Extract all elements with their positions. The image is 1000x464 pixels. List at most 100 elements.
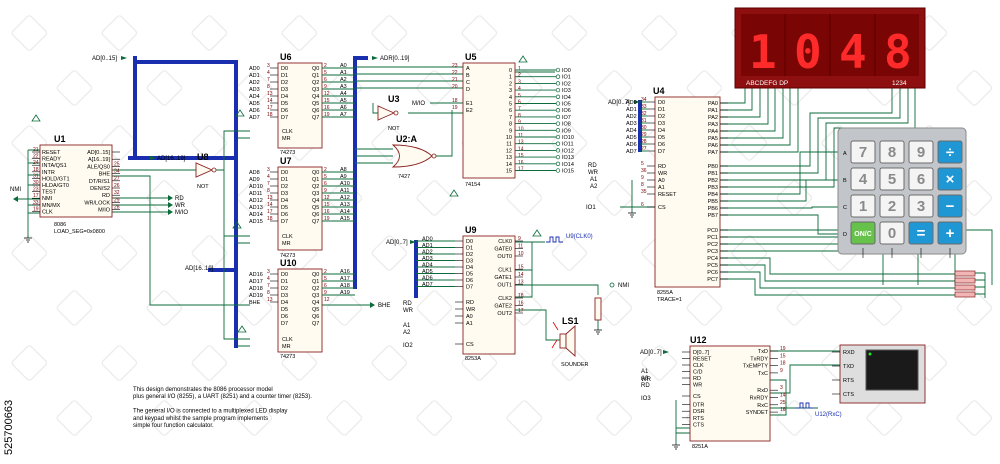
keypad-key[interactable]: 4: [850, 167, 876, 191]
u6-out-label: A5: [340, 98, 347, 104]
u4-in-label: RD: [658, 164, 666, 170]
u9-in-label: RD: [466, 300, 474, 306]
chip-u4-8255a[interactable]: U4 8255A TRACE=1 D034AD0D133AD1D232AD2D3…: [626, 86, 728, 303]
u5-pin-number: 20: [452, 84, 458, 90]
keypad-key[interactable]: 2: [879, 194, 905, 218]
u5-out-index: 11: [506, 142, 512, 148]
keypad-key[interactable]: +: [937, 221, 963, 245]
u6-d-label: D7: [281, 115, 288, 121]
u6-pin-number: 13: [267, 91, 273, 97]
svg-text:U9(CLK0): U9(CLK0): [566, 234, 593, 240]
u9-in-label: D0: [466, 239, 473, 245]
gate-type: NOT: [197, 184, 209, 190]
u7-pin-label: AD15: [249, 219, 263, 225]
keypad-key[interactable]: 0: [879, 221, 905, 245]
u5-pin-number: 10: [518, 126, 524, 132]
chip-type: 74273: [280, 150, 295, 156]
clock-gen-u9: U9(CLK0): [546, 234, 593, 243]
u7-pin-number: 15: [324, 202, 330, 208]
u12-in-label: CLK: [693, 363, 704, 369]
u7-q-label: Q6: [312, 212, 319, 218]
u6-pin-number: 3: [267, 63, 270, 69]
u12-out-label: RxD: [757, 388, 768, 394]
keypad-key[interactable]: 6: [908, 167, 934, 191]
u9-bus-label: AD4: [422, 263, 433, 269]
gate-u2a-nor[interactable]: U2:A 7427: [391, 134, 437, 180]
u6-pin-number: 9: [324, 84, 327, 90]
keypad-key[interactable]: 3: [908, 194, 934, 218]
net-label-rd: RD: [641, 383, 650, 389]
u7-pin-number: 5: [324, 174, 327, 180]
u9-out-label: OUT0: [497, 254, 512, 260]
keypad-key[interactable]: ÷: [937, 140, 963, 164]
u10-q-label: Q4: [312, 300, 319, 306]
keypad-key[interactable]: =: [908, 221, 934, 245]
u1-pin-label: INTR: [42, 170, 55, 176]
keypad-key-label: 8: [888, 144, 896, 161]
net-label-wr: WR: [403, 308, 414, 314]
chip-u12-8251a[interactable]: U12 8251A D[0..7]RESETCLKC/DRDWRCSDTRDSR…: [682, 335, 786, 450]
u5-out-label: IO12: [562, 148, 574, 154]
bus-label-ad1619-u10: AD[16..19]: [185, 266, 214, 272]
net-label-rd: RD: [403, 301, 412, 307]
u12-out-label: RxRDY: [750, 396, 769, 402]
chip-u9-8253a[interactable]: U9 8253A D0AD0D1AD1D2AD2D3AD3D4AD4D5AD5D…: [416, 225, 524, 362]
u5-pin-number: 6: [518, 100, 521, 106]
u7-out-label: A12: [340, 195, 350, 201]
u10-d-label: D1: [281, 279, 288, 285]
u5-pin-number: 17: [518, 167, 524, 173]
keypad-key[interactable]: 9: [908, 140, 934, 164]
chip-u1-8086[interactable]: U1 8086 LOAD_SEG=0x0800 RESET21READY22IN…: [32, 134, 120, 235]
u9-out-label: GATE2: [494, 304, 512, 310]
net-label-a1: A1: [403, 323, 411, 329]
keypad-key-label: +: [946, 225, 955, 242]
u9-in-label: D6: [466, 278, 473, 284]
gate-u3-not[interactable]: U3 NOT M/IO: [377, 94, 425, 132]
net-mio-dec: M/IO: [412, 101, 425, 107]
u10-pin-label: AD19: [249, 293, 263, 299]
u5-pin-number: 5: [518, 93, 521, 99]
u4-pin-number: 36: [641, 168, 647, 174]
net-label-wr: WR: [588, 170, 599, 176]
u6-q-label: Q0: [312, 66, 319, 72]
u1-pin-label: WR/LOCK: [84, 200, 110, 206]
u5-pin-number: 9: [518, 120, 521, 126]
u5-out-port: [555, 148, 561, 153]
u6-pin-number: 4: [267, 70, 270, 76]
u12-in-label: D[0..7]: [693, 350, 710, 356]
u10-d-label: D6: [281, 314, 288, 320]
u10-q-label: Q3: [312, 293, 319, 299]
u1-pin-label: RESET: [42, 150, 61, 156]
u1-pin-label: AD[0..15]: [87, 150, 110, 156]
keypad-key[interactable]: 1: [850, 194, 876, 218]
u9-pin-number: 14: [518, 272, 524, 278]
keypad-key[interactable]: 8: [879, 140, 905, 164]
u5-pin-number: 7: [518, 106, 521, 112]
net-label-a0: A0: [641, 376, 649, 382]
keypad-key[interactable]: ×: [937, 167, 963, 191]
sounder-ls1[interactable]: LS1 SOUNDER: [551, 316, 589, 368]
sounder-label: SOUNDER: [561, 362, 589, 368]
keypad-key-label: 4: [859, 171, 868, 188]
u9-in-label: CS: [466, 342, 474, 348]
chip-ref: U4: [653, 86, 665, 96]
u12-in-label: C/D: [693, 370, 703, 376]
u4-in-label: RESET: [658, 192, 677, 198]
keypad-key[interactable]: ON/C: [850, 221, 876, 245]
gate-u8-not[interactable]: U8 NOT: [195, 152, 217, 190]
keypad-key[interactable]: 7: [850, 140, 876, 164]
chip-u7-74273[interactable]: U7 74273 AD8AD9AD10AD11AD12AD13AD14AD15D…: [249, 156, 355, 259]
net-label-io1: IO1: [586, 205, 596, 211]
u7-mr: MR: [282, 241, 291, 247]
u12-pin-number: 16: [780, 407, 786, 413]
u12-pin-number: 3: [780, 385, 783, 391]
keypad-key[interactable]: 5: [879, 167, 905, 191]
u4-pa-label: PA2: [708, 115, 718, 121]
keypad-key[interactable]: −: [937, 194, 963, 218]
u5-out-index: 10: [506, 135, 512, 141]
